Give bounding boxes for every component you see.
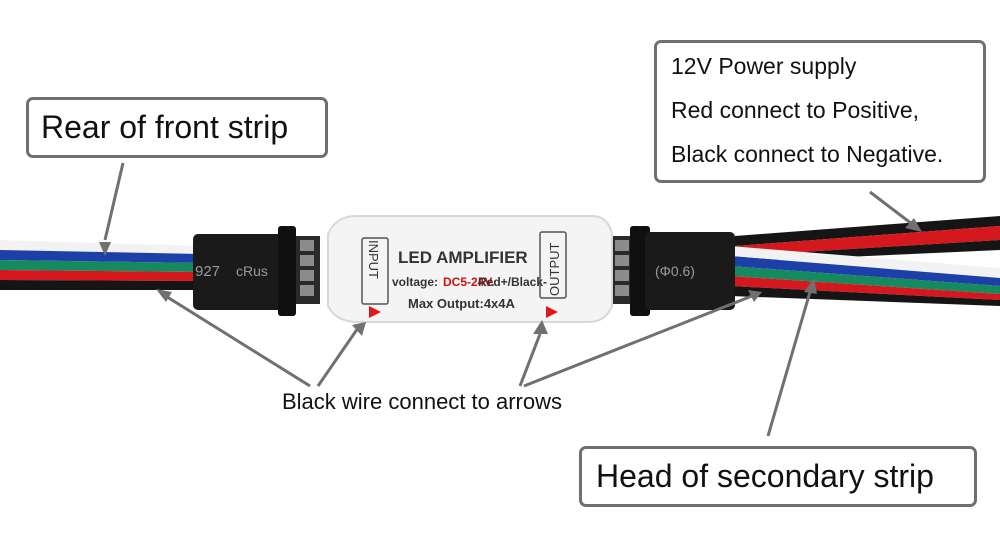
arrow-left-black-wire <box>163 293 311 388</box>
input-arrow <box>369 306 381 318</box>
rear-of-front-strip-callout: Rear of front strip <box>26 97 328 158</box>
head-of-secondary-strip-callout: Head of secondary strip <box>579 446 977 507</box>
amp-voltage-value: DC5-24V. <box>443 275 495 289</box>
amp-max-output: Max Output:4x4A <box>408 296 516 311</box>
amp-title: LED AMPLIFIER <box>398 248 528 267</box>
arrow-rear-strip <box>103 162 125 241</box>
head-of-secondary-strip-label: Head of secondary strip <box>596 458 934 494</box>
arrow-input-marker <box>316 327 360 387</box>
right-connector: (Φ0.6) <box>610 226 735 316</box>
rear-of-front-strip-label: Rear of front strip <box>41 109 289 145</box>
amp-input-label: INPUT <box>366 240 381 279</box>
arrow-right-black-wire <box>523 294 753 388</box>
amp-polarity: Red+/Black- <box>478 275 547 289</box>
left-cable-mark: cRus <box>236 263 268 279</box>
arrow-output-marker <box>518 333 542 387</box>
left-ribbon-cable <box>0 240 200 290</box>
black-wire-note: Black wire connect to arrows <box>282 389 562 414</box>
left-connector: 927 cRus <box>193 226 320 316</box>
pointer-arrows <box>99 162 922 437</box>
power-supply-callout: 12V Power supply Red connect to Positive… <box>654 40 986 183</box>
left-cable-number: 927 <box>195 263 220 280</box>
amp-output-label: OUTPUT <box>547 243 562 297</box>
amp-voltage-label: voltage: <box>392 275 438 289</box>
amplifier-module: INPUT OUTPUT LED AMPLIFIER voltage: DC5-… <box>327 215 613 323</box>
right-cable-mark: (Φ0.6) <box>655 263 695 279</box>
power-supply-line-2: Red connect to Positive, <box>671 97 920 123</box>
arrow-head-strip <box>766 291 812 437</box>
right-ribbon-cable <box>730 246 1000 306</box>
power-supply-line-1: 12V Power supply <box>671 53 857 79</box>
power-supply-line-3: Black connect to Negative. <box>671 141 944 167</box>
output-arrow <box>546 306 558 318</box>
arrow-power-leads <box>869 190 913 226</box>
